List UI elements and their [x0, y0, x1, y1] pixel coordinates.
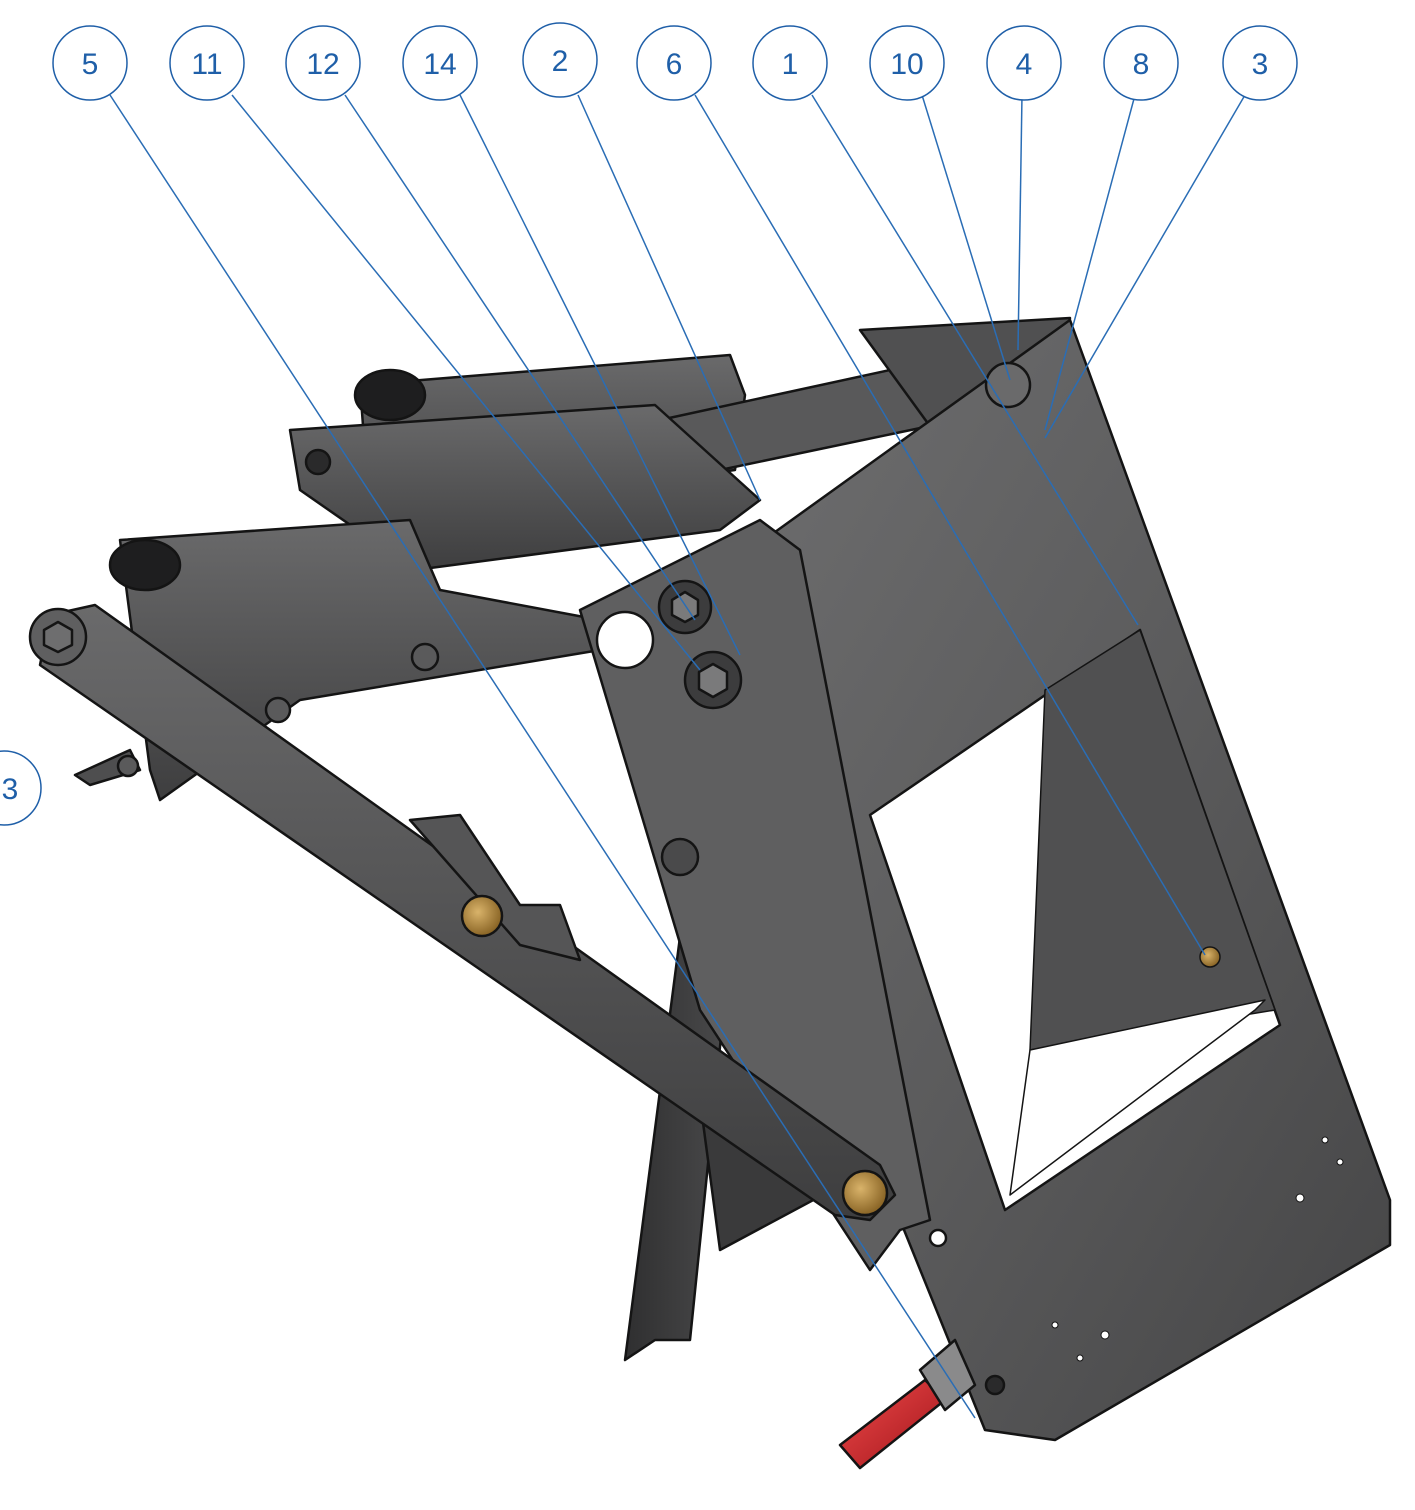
balloon-label: 2	[552, 45, 569, 78]
frame-window-inner	[1029, 629, 1276, 1051]
balloon-2: 2	[522, 22, 598, 98]
window-floor	[1009, 999, 1266, 1196]
balloon-11: 11	[169, 25, 245, 101]
frame-hole-b	[984, 1374, 1006, 1396]
frame-hole-h	[1076, 1354, 1084, 1362]
leader-5	[109, 94, 976, 1419]
frame-hole-e	[1321, 1136, 1329, 1144]
frame-hole-c	[1295, 1193, 1305, 1203]
item-balloons: 5 11 12 14 2 6 1 10	[0, 22, 1298, 826]
side-plate-hole	[595, 610, 655, 670]
lower-arm-bolt-a	[410, 642, 440, 672]
balloon-6: 6	[636, 25, 712, 101]
roller-front	[108, 538, 182, 592]
balloon-4: 4	[986, 25, 1062, 101]
balloon-label: 11	[191, 48, 222, 81]
frame-hole-g	[1051, 1321, 1059, 1329]
leader-12	[344, 94, 696, 621]
brass-pin-lower	[841, 1169, 889, 1217]
balloon-label: 12	[306, 48, 339, 81]
leader-1	[811, 94, 1139, 626]
leader-11	[231, 94, 701, 671]
balloon-label: 10	[890, 48, 923, 81]
balloon-3-top: 3	[1222, 25, 1298, 101]
toggle-clamp-handle	[838, 1378, 947, 1470]
bolt-lower-nut	[697, 662, 729, 699]
roller-rear	[353, 368, 427, 422]
lower-arm-bolt-b	[264, 696, 292, 724]
mid-plate-hole	[304, 448, 332, 476]
leader-3	[1044, 94, 1246, 439]
balloon-14: 14	[402, 25, 478, 101]
balloon-label: 3	[2, 773, 19, 806]
balloon-3-left: 3	[0, 750, 42, 826]
balloon-label: 5	[82, 48, 99, 81]
link-bracket	[408, 813, 582, 962]
balloon-5: 5	[52, 25, 128, 101]
leader-4	[1017, 94, 1023, 351]
balloon-12: 12	[285, 25, 361, 101]
balloon-label: 8	[1133, 48, 1150, 81]
balloon-label: 14	[423, 48, 456, 81]
leader-8	[1044, 94, 1136, 431]
balloon-label: 3	[1252, 48, 1269, 81]
frame-hole-d	[1100, 1330, 1110, 1340]
leader-10	[921, 94, 1011, 381]
balloon-label: 4	[1016, 48, 1033, 81]
lower-arm-nut	[116, 754, 140, 778]
leader-6	[694, 94, 1206, 956]
brass-pin-window	[1199, 946, 1221, 968]
frame-hole-a	[928, 1228, 948, 1248]
balloon-label: 6	[666, 48, 683, 81]
bolt-top-right	[984, 361, 1032, 409]
leader-lines	[109, 94, 1246, 1419]
leader-2	[577, 94, 761, 501]
balloon-10: 10	[869, 25, 945, 101]
balloon-8: 8	[1103, 25, 1179, 101]
link-bar-end-nut	[42, 620, 74, 654]
balloon-1: 1	[752, 25, 828, 101]
leader-14	[459, 94, 741, 656]
frame-hole-f	[1336, 1158, 1344, 1166]
brass-pin-upper	[460, 894, 504, 938]
frame-assembly	[28, 316, 1392, 1470]
balloon-label: 1	[782, 48, 799, 81]
side-plate	[578, 518, 932, 1272]
side-plate-lower-hole	[660, 837, 700, 877]
